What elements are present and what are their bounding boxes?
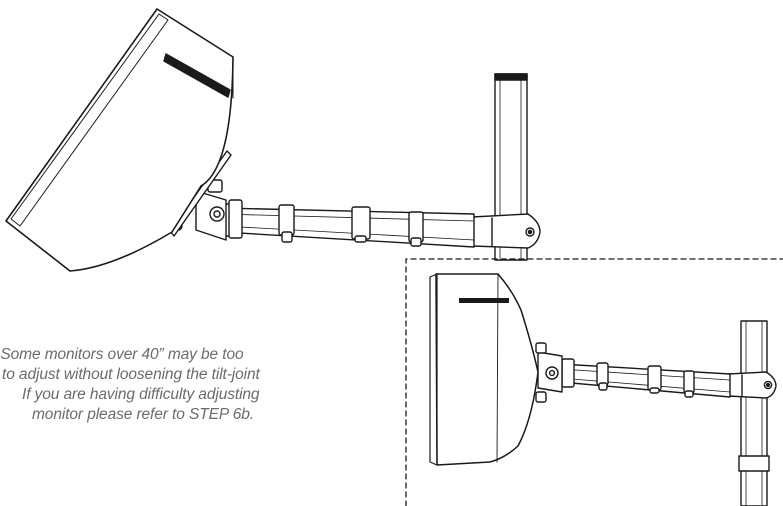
pole-clamp-main [471, 213, 541, 249]
cable-clips-main [278, 204, 424, 247]
tilted-monitor-assembly [5, 8, 541, 272]
note-line: monitor please refer to STEP 6b. [32, 406, 254, 423]
monitor-tilted [5, 8, 234, 272]
arm-inset [559, 358, 731, 398]
pole-inset [738, 320, 770, 506]
inset-dashed-border [405, 258, 783, 506]
arm-main [203, 199, 475, 248]
pole-clamp-inset [727, 371, 777, 399]
note-line: to adjust without loosening the tilt-joi… [2, 366, 260, 383]
monitor-upright [429, 273, 539, 466]
cable-clips-inset [596, 362, 695, 398]
tilt-joint-inset [535, 342, 563, 403]
note-line: If you are having difficulty adjusting [22, 386, 260, 403]
note-text: : Some monitors over 40” may be too to a… [0, 345, 372, 425]
upright-monitor-assembly [429, 273, 777, 506]
note-line: : Some monitors over 40” may be too [0, 346, 244, 363]
